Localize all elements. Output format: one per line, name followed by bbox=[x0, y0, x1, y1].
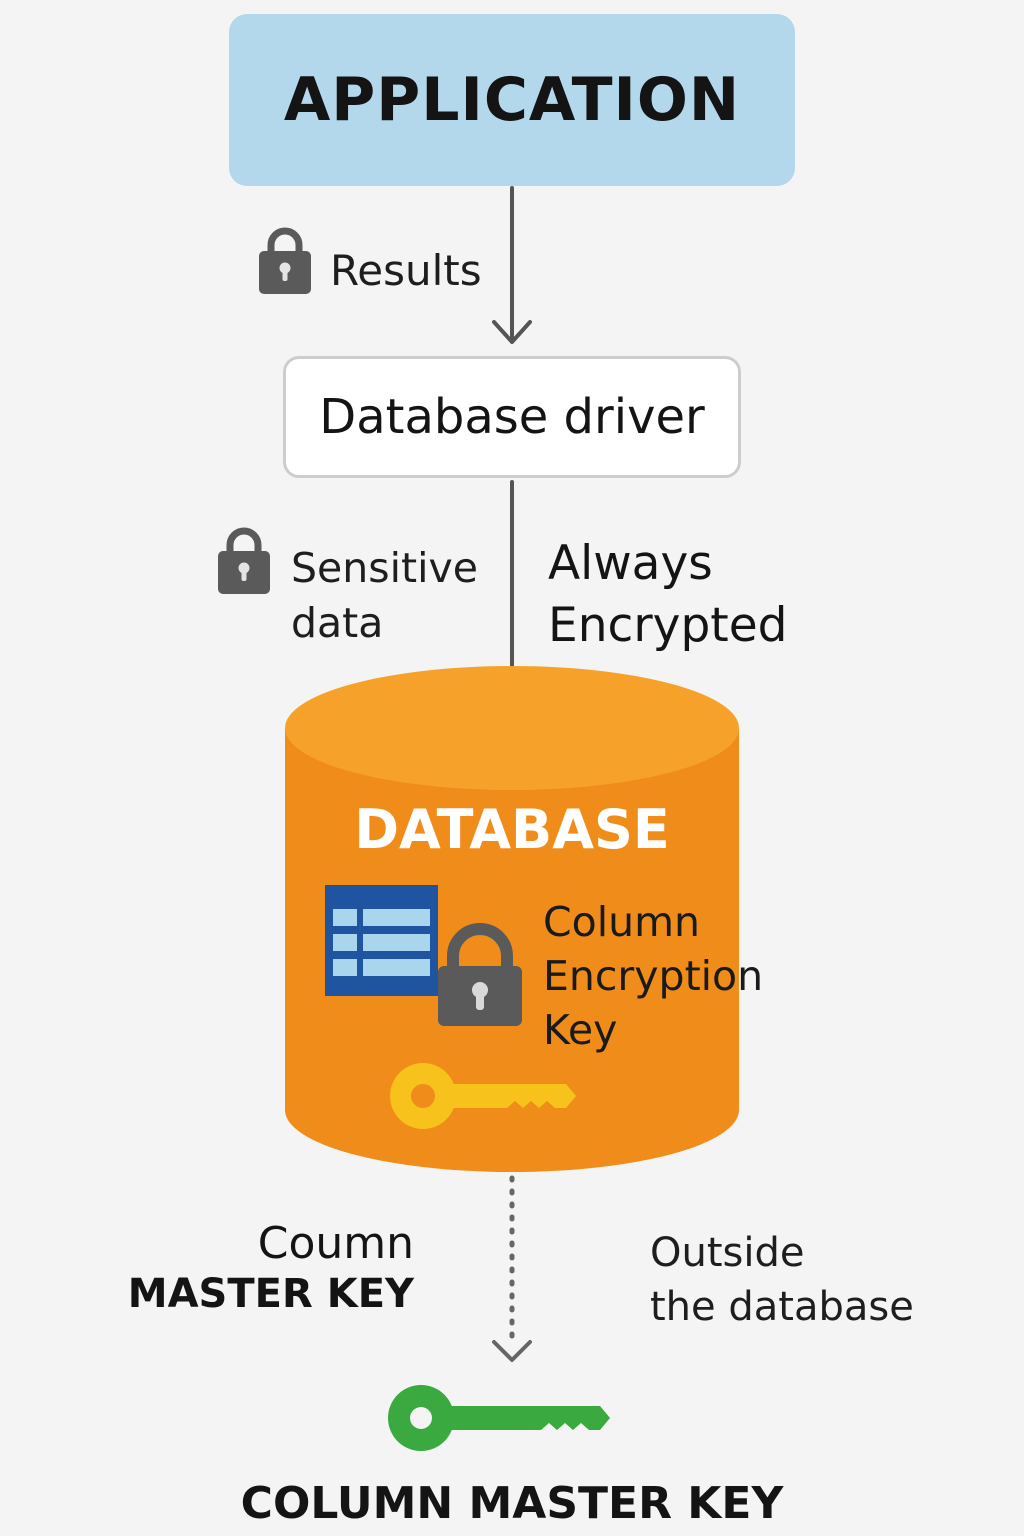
application-box: APPLICATION bbox=[229, 14, 795, 186]
arrow-app-to-driver bbox=[492, 186, 532, 344]
cek-line3: Key bbox=[543, 1006, 618, 1054]
outside-database-label: Outside the database bbox=[650, 1226, 914, 1334]
sensitive-data-line2: data bbox=[291, 599, 384, 647]
results-label: Results bbox=[330, 246, 482, 295]
database-driver-label: Database driver bbox=[319, 389, 705, 445]
column-master-key-side-label: Coumn MASTER KEY bbox=[128, 1218, 414, 1318]
sensitive-data-line1: Sensitive bbox=[291, 544, 478, 592]
arrow-database-to-master-key bbox=[492, 1175, 532, 1362]
cmk-side-line2: MASTER KEY bbox=[127, 1271, 414, 1317]
column-master-key-icon bbox=[388, 1385, 610, 1451]
sensitive-data-label: Sensitive data bbox=[291, 541, 478, 651]
column-encryption-key-icon bbox=[390, 1063, 576, 1129]
application-label: APPLICATION bbox=[283, 65, 741, 135]
table-icon bbox=[325, 885, 438, 996]
database-driver-box: Database driver bbox=[283, 356, 741, 478]
always-encrypted-line1: Always bbox=[548, 536, 713, 591]
always-encrypted-line2: Encrypted bbox=[548, 598, 788, 653]
database-label: DATABASE bbox=[354, 798, 670, 861]
outside-line2: the database bbox=[650, 1284, 914, 1330]
cek-line1: Column bbox=[543, 898, 701, 946]
column-encryption-key-label: Column Encryption Key bbox=[543, 895, 763, 1057]
sensitive-data-lock-icon bbox=[218, 527, 270, 594]
cmk-side-line1: Coumn bbox=[257, 1218, 414, 1269]
database-lock-icon bbox=[438, 923, 522, 1026]
cek-line2: Encryption bbox=[543, 952, 764, 1000]
outside-line1: Outside bbox=[650, 1230, 805, 1276]
column-master-key-label: COLUMN MASTER KEY bbox=[240, 1478, 784, 1529]
results-lock-icon bbox=[259, 227, 311, 294]
always-encrypted-label: Always Encrypted bbox=[548, 533, 787, 657]
